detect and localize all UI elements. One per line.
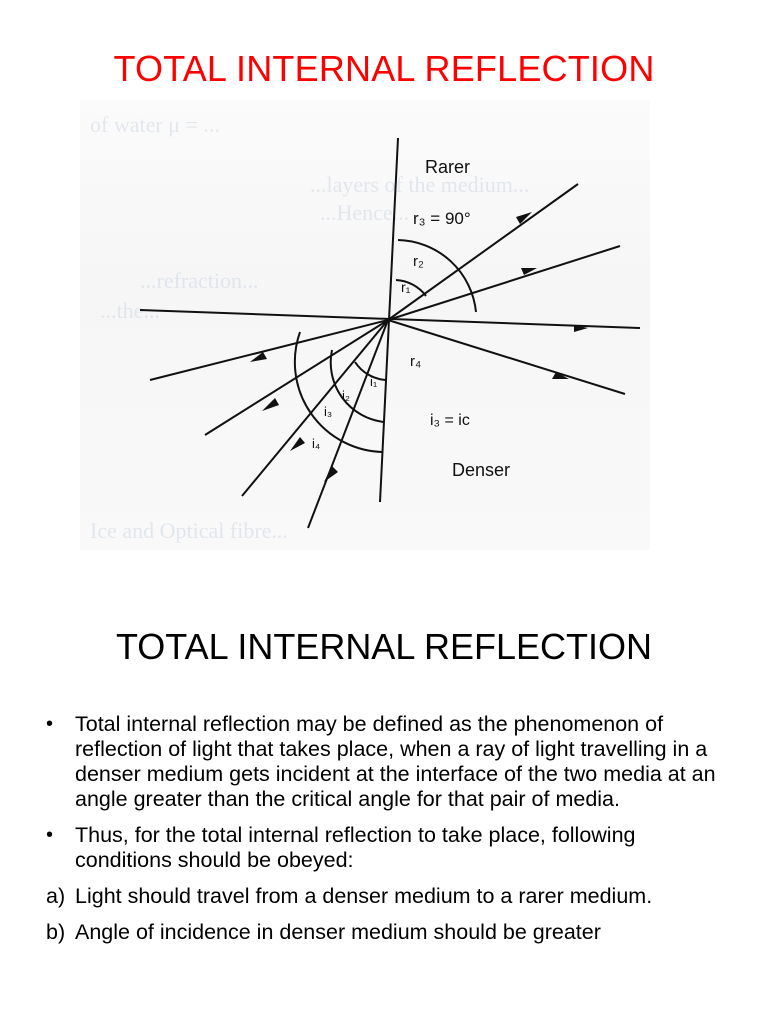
- arrowhead: [552, 372, 569, 379]
- i4-label: i₄: [312, 436, 320, 451]
- list-item: • Total internal reflection may be defin…: [46, 712, 736, 812]
- ghost-text-line: ...layers of the medium...: [310, 172, 530, 197]
- rarer-label: Rarer: [425, 157, 470, 177]
- definition-list: • Total internal reflection may be defin…: [46, 712, 736, 956]
- list-item-text: Light should travel from a denser medium…: [75, 884, 653, 908]
- arrowhead: [516, 212, 532, 224]
- arrowhead: [521, 268, 537, 275]
- i2-label: i₂: [342, 388, 350, 403]
- i3-equals-ic-label: i₃ = iᴄ: [430, 412, 470, 429]
- ghost-text-line: ...refraction...: [140, 268, 259, 293]
- list-item-text: Thus, for the total internal reflection …: [75, 823, 636, 872]
- incident-ray-3: [241, 319, 389, 497]
- slide-title-top: TOTAL INTERNAL REFLECTION: [113, 48, 655, 89]
- bullet-marker: •: [46, 713, 54, 735]
- r4-label: r₄: [410, 353, 421, 370]
- list-item-text: Total internal reflection may be defined…: [75, 712, 716, 811]
- slide-title-bottom: TOTAL INTERNAL REFLECTION: [115, 626, 653, 667]
- i1-label: i₁: [370, 374, 378, 389]
- ghost-text-line: Ice and Optical fibre...: [90, 518, 288, 543]
- letter-marker: a): [46, 884, 66, 908]
- ghost-text-line: of water μ = ...: [90, 112, 220, 137]
- arrowhead: [574, 325, 588, 332]
- letter-marker: b): [46, 920, 66, 944]
- angle-arc-denser-inner: [354, 361, 387, 381]
- r2-label: r₂: [413, 253, 424, 270]
- denser-label: Denser: [452, 460, 510, 480]
- bullet-marker: •: [46, 824, 54, 846]
- refracted-ray-r2: [387, 245, 621, 321]
- incident-ray-1: [149, 319, 389, 381]
- arrowhead: [324, 466, 338, 482]
- angle-arc-rarer-inner: [395, 279, 427, 297]
- list-item-text: Angle of incidence in denser medium shou…: [75, 920, 601, 944]
- r1-label: r₁: [401, 279, 411, 295]
- arrowhead: [290, 437, 305, 451]
- angle-arc-rarer-outer: [397, 239, 477, 313]
- r3-equals-90-label: r₃ = 90°: [413, 209, 471, 228]
- i3-label: i₃: [324, 404, 332, 419]
- angle-arc-denser-outer: [293, 331, 384, 453]
- arrowhead: [262, 398, 279, 411]
- list-item: b) Angle of incidence in denser medium s…: [46, 920, 736, 945]
- list-item: a) Light should travel from a denser med…: [46, 884, 736, 909]
- incident-ray-4: [307, 319, 389, 529]
- list-item: • Thus, for the total internal reflectio…: [46, 823, 736, 873]
- arrowhead: [250, 352, 267, 362]
- ray-diagram-svg: Rarer r₃ = 90° r₂ r₁ r₄ i₁ i₂ i₃ i₄ i₃ =…: [139, 137, 641, 529]
- tir-diagram: of water μ = ... ...layers of the medium…: [80, 100, 650, 550]
- refracted-ray-r1: [387, 183, 579, 321]
- angle-arc-denser-mid: [329, 349, 385, 423]
- reflected-ray-r4: [387, 319, 626, 395]
